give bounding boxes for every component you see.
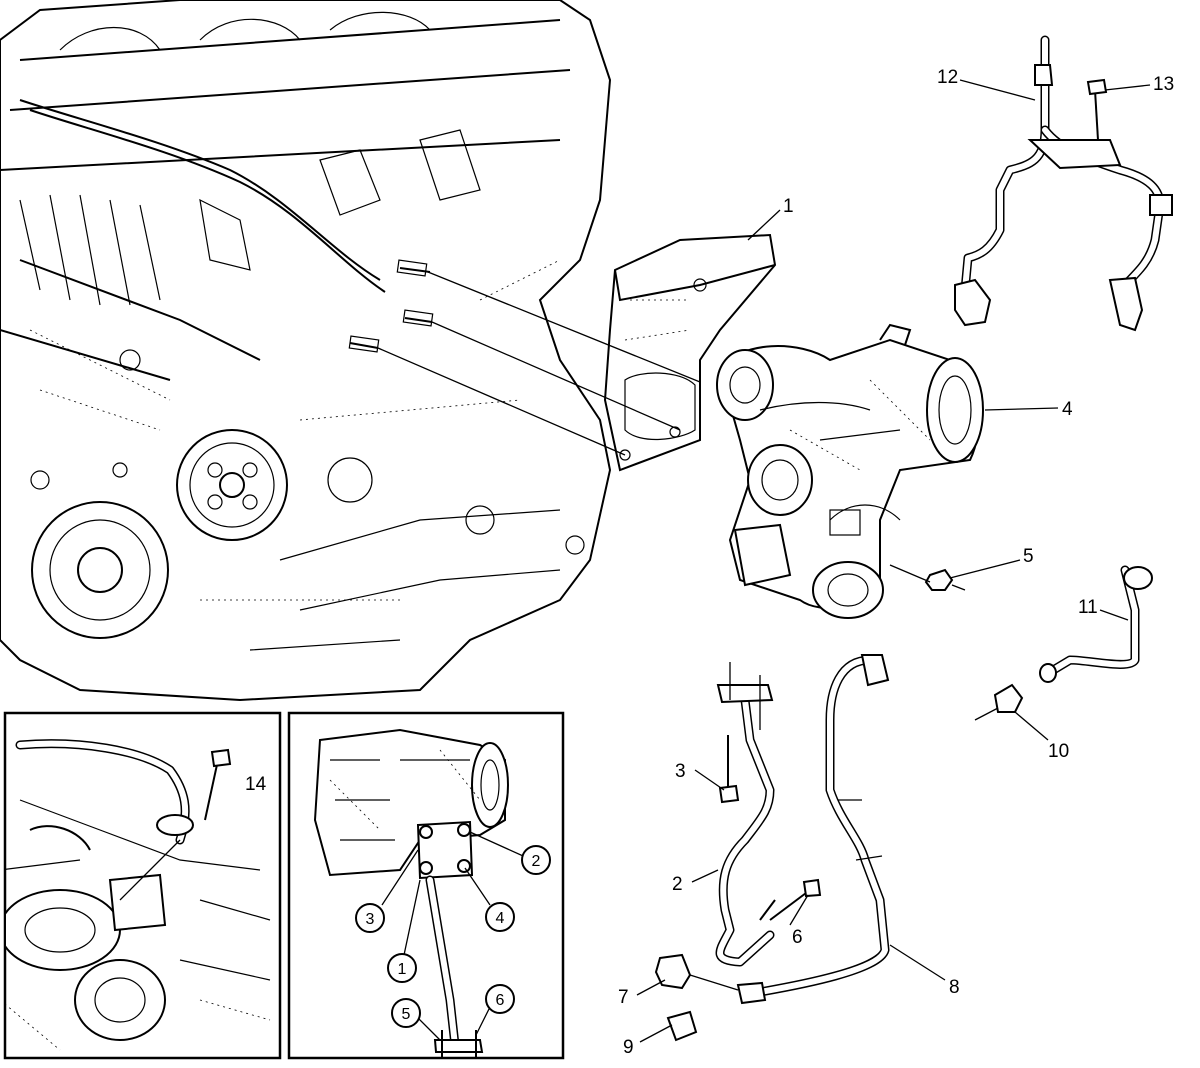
nut-part-5 bbox=[889, 564, 966, 591]
alignment-lines bbox=[377, 271, 701, 456]
callout-8: 8 bbox=[949, 977, 960, 998]
pipe-part-8 bbox=[736, 654, 890, 1005]
fitting-part-10 bbox=[974, 683, 1024, 721]
plug-part-9 bbox=[666, 1010, 698, 1042]
circled-4: 4 bbox=[496, 910, 505, 927]
circled-5: 5 bbox=[402, 1006, 411, 1023]
callout-9: 9 bbox=[623, 1037, 634, 1058]
circled-6: 6 bbox=[496, 992, 505, 1009]
callout-2: 2 bbox=[672, 874, 683, 895]
circled-3: 3 bbox=[366, 911, 375, 928]
callout-14: 14 bbox=[245, 774, 267, 795]
callout-1: 1 bbox=[783, 196, 794, 217]
circled-2: 2 bbox=[532, 853, 541, 870]
turbocharger bbox=[716, 323, 984, 619]
callout-12: 12 bbox=[937, 67, 958, 88]
callout-7: 7 bbox=[618, 987, 629, 1008]
pipe-part-2 bbox=[715, 662, 822, 967]
detail-inset-left bbox=[3, 711, 282, 1060]
circled-callouts: 3 2 4 1 5 6 bbox=[355, 845, 551, 1028]
pipe-part-11 bbox=[1039, 565, 1153, 683]
callout-11: 11 bbox=[1078, 597, 1098, 618]
callout-4: 4 bbox=[1062, 399, 1073, 420]
callout-6: 6 bbox=[792, 927, 803, 948]
callout-5: 5 bbox=[1023, 546, 1034, 567]
heat-shield bbox=[603, 233, 777, 472]
engine-block bbox=[0, 0, 612, 702]
circled-1: 1 bbox=[398, 961, 407, 978]
callout-13: 13 bbox=[1153, 74, 1174, 95]
callout-10: 10 bbox=[1048, 741, 1069, 762]
callout-labels: 1 2 3 4 5 6 7 8 9 10 11 12 13 14 bbox=[245, 67, 1174, 1058]
coolant-pipe-assembly-12 bbox=[954, 35, 1173, 332]
callout-3: 3 bbox=[675, 761, 686, 782]
detail-inset-center: 3 2 4 1 5 6 bbox=[287, 711, 565, 1060]
